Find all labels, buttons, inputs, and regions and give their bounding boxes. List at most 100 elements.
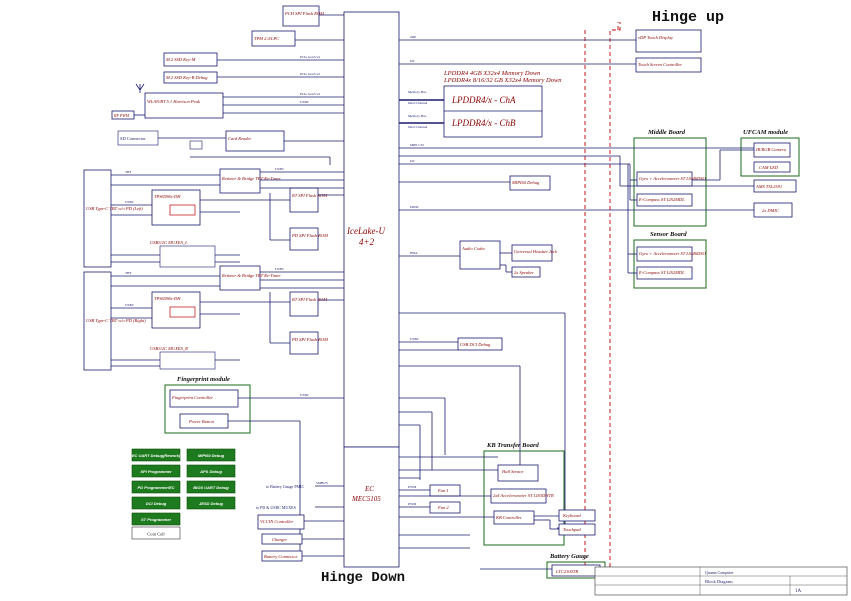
sig-i2c-touch: I2C — [410, 59, 416, 63]
footer-company: Quanta Computer — [705, 570, 734, 575]
debug-button-6 — [186, 464, 236, 478]
cpu-block — [343, 11, 400, 448]
sig-hda: HDA — [410, 251, 418, 255]
mux1-block — [159, 245, 216, 268]
fp-controller-label: Fingerprint Controller — [171, 395, 213, 400]
kb-transfer-box — [483, 450, 565, 546]
ec-title: EC — [364, 485, 374, 493]
memory-cha: LPDDR4/x - ChA — [451, 95, 516, 105]
middle-board-title: Middle Board — [647, 129, 686, 136]
sensor-board-box — [633, 239, 707, 289]
rt-spi2-label: RT SPI Flash ROM — [291, 297, 327, 302]
fan2-label: Fan 2 — [437, 505, 449, 510]
sig-dmic: DMIC — [410, 205, 420, 209]
ams-label: AMS TSL2591 — [755, 184, 782, 189]
debug-button-label: PD Programmer/EC — [137, 485, 174, 490]
edp-label: eDP Touch Display — [638, 35, 673, 40]
coin-cell-label: Coin Cell — [147, 532, 165, 537]
pd-spi1-block — [289, 227, 319, 251]
retimer2-label: Retimer & Bridge TBT Re-Timer — [221, 273, 281, 278]
ssd2-label: M.2 SSD Key-B Debug — [165, 75, 208, 80]
vccin-label: VCCIN Controller — [260, 519, 293, 524]
hall2-label: E-Compass ST LIS2MDL — [638, 270, 685, 275]
title-block — [594, 566, 848, 596]
debug-button-3 — [131, 496, 181, 510]
audio-label: Audio Codec — [461, 246, 485, 251]
retimer1-block — [219, 168, 261, 194]
dmic-label: 2x DMIC — [762, 208, 780, 213]
memory-block — [443, 85, 543, 138]
usbc-right-block — [83, 271, 112, 371]
sd-switch — [189, 140, 203, 150]
sig-usb2-right: USB2 — [125, 303, 134, 307]
card-reader-label: Card Reader — [228, 136, 251, 141]
accel1-label: Gyro + Accelerometer ST LSM6DSO — [639, 176, 707, 181]
pd1-block — [151, 189, 201, 226]
vccin-block — [257, 514, 305, 530]
mem-ch1: Dual Channel — [408, 101, 427, 105]
debug-button-2 — [131, 480, 181, 494]
speaker-label: 2x Speaker — [514, 270, 534, 275]
pd-spi1-label: PD SPI Flash ROM — [291, 233, 328, 238]
to-pd-label: to PD & USBC MUXES — [256, 505, 296, 510]
ssd-label: M.2 SSD Key-M — [165, 57, 196, 62]
pd-spi2-block — [289, 331, 319, 355]
ir-cam-label: IR/RGB Camera — [755, 147, 787, 152]
pd-spi2-label: PD SPI Flash ROM — [291, 337, 328, 342]
sig-pcie-ssd2: PCIe Gen3 x2 — [300, 72, 320, 76]
hall-sensor-label: Hall Sensor — [501, 469, 524, 474]
sig-tbt-left: TBT — [125, 170, 132, 174]
hinge-boundary — [584, 22, 621, 574]
memory-title2: LPDDR4x 8/16/32 GB X32x4 Memory Down — [443, 77, 562, 84]
ssd-block — [163, 52, 218, 67]
middle-board-box — [633, 137, 707, 227]
debug-button-label: ST Programmer — [141, 517, 171, 522]
hall-sensor-block — [497, 464, 539, 482]
fan2-block — [429, 501, 461, 514]
usbc-left-label: USB Type-C TBT w/o PD (Left) — [86, 206, 143, 211]
debug-button-label: SPI Programmer — [140, 469, 172, 474]
sig-usb3-left: USB3 — [275, 167, 284, 171]
to-gauge-label: to Battery Gauge PMIC — [266, 484, 304, 489]
mux1-label: USB3/2C MUXES_L — [150, 240, 188, 245]
ec-subtitle: MEC5105 — [351, 495, 381, 503]
debug-button-5 — [186, 448, 236, 462]
battery-label: Battery Connector — [264, 554, 298, 559]
pd2-block — [151, 291, 201, 329]
debug-button-7 — [186, 480, 236, 494]
pch-spi-label: PCH SPI Flash ROM — [284, 11, 324, 16]
usbc-left-block — [83, 169, 112, 268]
hinge-up-title: Hinge up — [652, 9, 724, 26]
jack-label: Universal Headset Jack — [514, 249, 558, 254]
ufcam-module-box — [740, 137, 800, 177]
cam-led-label: CAM LED — [759, 165, 779, 170]
sig-edp: eDP — [410, 35, 416, 39]
charger-label: Charger — [272, 537, 287, 542]
kb-ctrl-block — [493, 510, 535, 525]
ufcam-module-title: UFCAM module — [743, 129, 788, 136]
touch-ctrl-block — [635, 57, 702, 73]
keyboard-label: Keyboard — [562, 513, 581, 518]
hall1-label: E-Compass ST LIS2MDL — [638, 197, 685, 202]
sig-usb3-right: USB3 — [275, 267, 284, 271]
memory-title1: LPDDR4 4GB X32x4 Memory Down — [443, 70, 540, 77]
fingerprint-module-box — [164, 384, 251, 434]
fp-controller-block — [169, 389, 239, 408]
cpu-title: IceLake-U — [346, 226, 385, 236]
mem-ch2: Dual Channel — [408, 125, 427, 129]
power-button-label: Power Button — [188, 419, 215, 424]
debug-button-label: APS Debug — [199, 469, 222, 474]
debug-button-4 — [131, 512, 181, 526]
debug-button-label: JESD Debug — [199, 501, 224, 506]
keyboard-block — [558, 509, 596, 522]
retimer2-block — [219, 265, 261, 291]
sig-pwm-fan2: PWM — [408, 502, 417, 506]
retimer1-label: Retimer & Bridge TBT Re-Timer — [221, 176, 281, 181]
sig-pcie-wlan: PCIe Gen3 x4 — [300, 92, 320, 96]
touchpad-label: Touchpad — [563, 527, 581, 532]
footer-rev: 1A — [795, 589, 802, 594]
sig-usb2-left: USB2 — [125, 200, 134, 204]
sig-usb2-wlan: USB2 — [300, 100, 309, 104]
